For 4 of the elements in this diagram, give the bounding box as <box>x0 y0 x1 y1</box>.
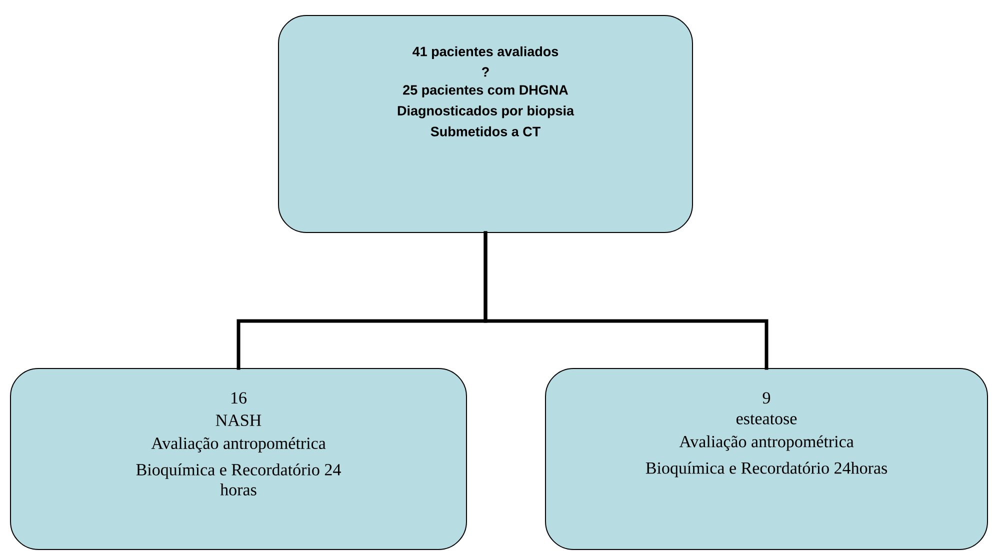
process-box: 41 pacientes avaliados ? 25 pacientes com DHGNA Diagnosticados por biopsia Submetidos a CT <box>278 15 693 233</box>
process-box: 16 NASH Avaliação antropométrica Bioquímica e Recordatório 24 horas <box>10 368 467 550</box>
connector-line <box>484 231 768 370</box>
process-box: 9 esteatose Avaliação antropométrica Bioquímica e Recordatório 24horas <box>545 368 988 550</box>
